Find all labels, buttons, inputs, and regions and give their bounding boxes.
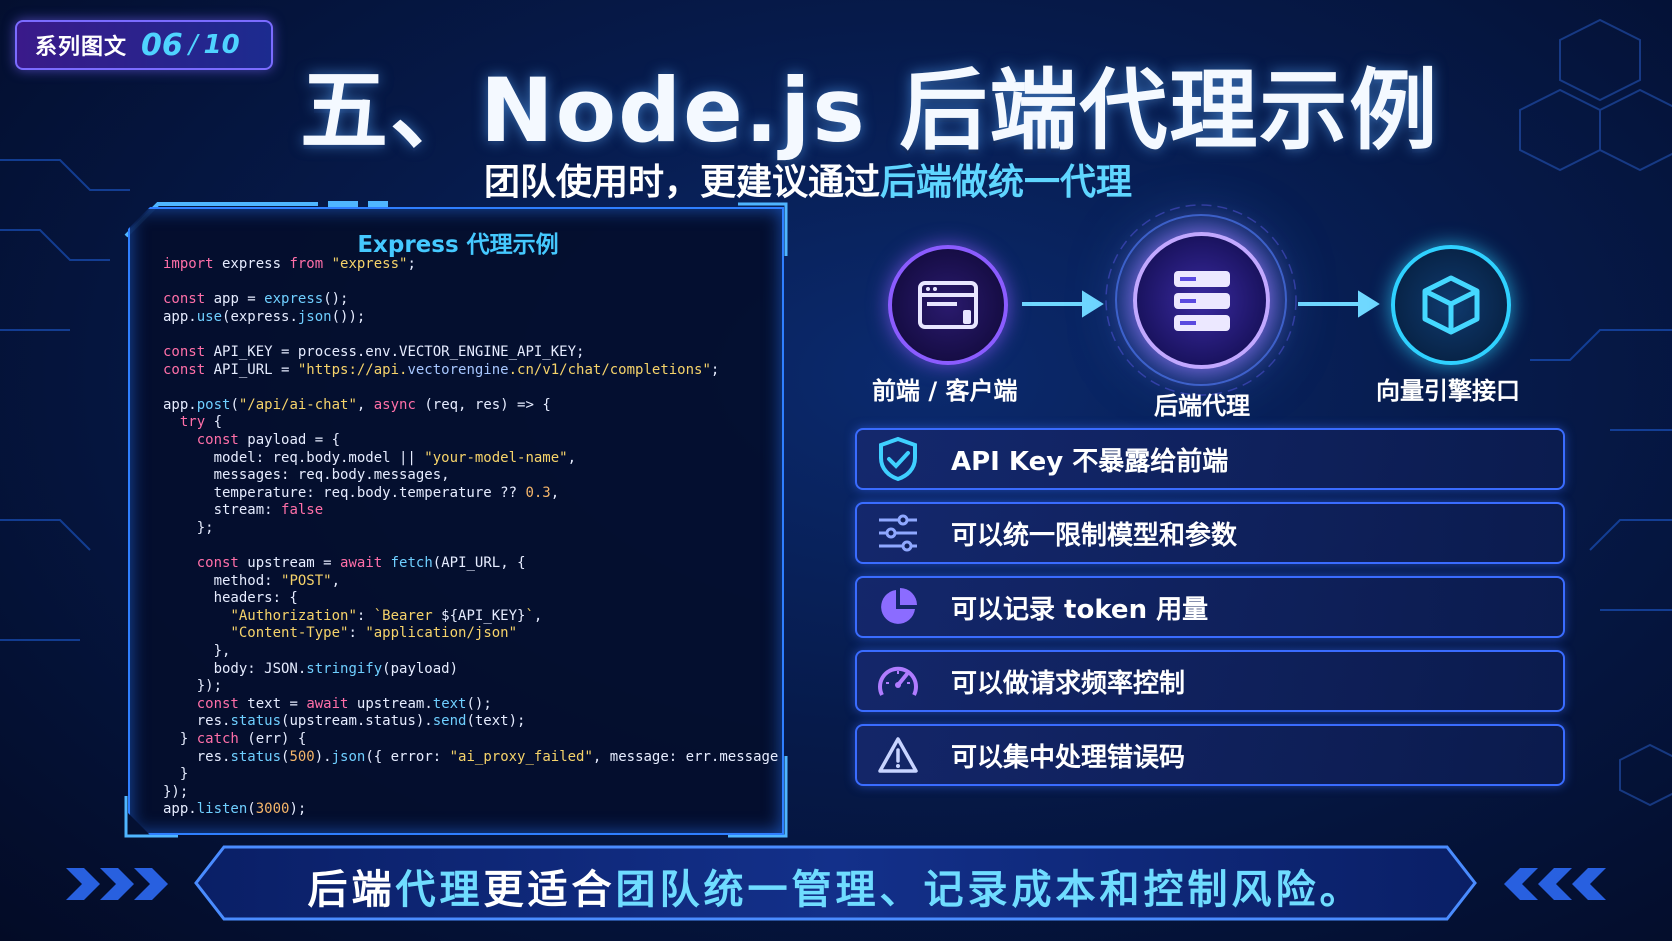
series-current: 06 — [141, 27, 183, 63]
series-label: 系列图文 — [35, 35, 128, 60]
feature-item-api-key: API Key 不暴露给前端 — [855, 428, 1565, 490]
feature-item-rate-limit: 可以做请求频率控制 — [855, 650, 1565, 712]
feature-text: 可以集中处理错误码 — [951, 742, 1186, 773]
shield-check-icon — [873, 434, 923, 484]
backend-proxy-label: 后端代理 — [1154, 392, 1250, 420]
feature-item-limit-model: 可以统一限制模型和参数 — [855, 502, 1565, 564]
banner-text-part2: 代理 — [395, 867, 484, 913]
page-subtitle: 团队使用时，更建议通过后端做统一代理 — [484, 153, 1132, 205]
warning-triangle-icon — [873, 730, 923, 780]
code-panel-title: Express 代理示例 — [357, 232, 559, 258]
speedometer-icon — [873, 656, 923, 706]
banner-frame — [194, 845, 1477, 921]
cube-icon — [1422, 275, 1480, 335]
banner-text-part4: 团队统一管理、记录成本和控制风险。 — [615, 867, 1364, 913]
code-block: import express from "express"; const app… — [163, 256, 813, 818]
summary-banner: 后端代理更适合团队统一管理、记录成本和控制风险。 — [194, 845, 1477, 921]
feature-item-token-usage: 可以记录 token 用量 — [855, 576, 1565, 638]
banner-text-part3: 更适合 — [483, 867, 616, 913]
series-separator: / — [188, 30, 198, 60]
frontend-label: 前端 / 客户端 — [872, 377, 1018, 405]
page-title: 五、Node.js 后端代理示例 — [300, 59, 1440, 162]
server-stack-icon — [1173, 270, 1230, 331]
feature-item-error-codes: 可以集中处理错误码 — [855, 724, 1565, 786]
banner-text-part1: 后端 — [307, 867, 396, 913]
banner-text: 后端代理更适合团队统一管理、记录成本和控制风险。 — [194, 857, 1477, 915]
subtitle-accent: 后端做统一代理 — [880, 162, 1133, 203]
browser-window-icon — [918, 281, 978, 329]
series-badge: 系列图文 06 / 10 — [15, 20, 273, 70]
vector-engine-label: 向量引擎接口 — [1376, 377, 1520, 405]
frontend-node — [888, 245, 1008, 365]
subtitle-text: 团队使用时，更建议通过 — [484, 162, 881, 203]
code-panel: Express 代理示例 import express from "expres… — [128, 207, 784, 835]
series-total: 10 — [203, 30, 240, 60]
feature-text: API Key 不暴露给前端 — [951, 446, 1229, 477]
sliders-icon — [873, 508, 923, 558]
feature-text: 可以做请求频率控制 — [951, 668, 1186, 699]
feature-text: 可以统一限制模型和参数 — [951, 520, 1238, 551]
backend-proxy-node — [1133, 232, 1270, 369]
feature-text: 可以记录 token 用量 — [951, 594, 1209, 625]
pie-chart-icon — [873, 582, 923, 632]
vector-engine-node — [1391, 245, 1511, 365]
